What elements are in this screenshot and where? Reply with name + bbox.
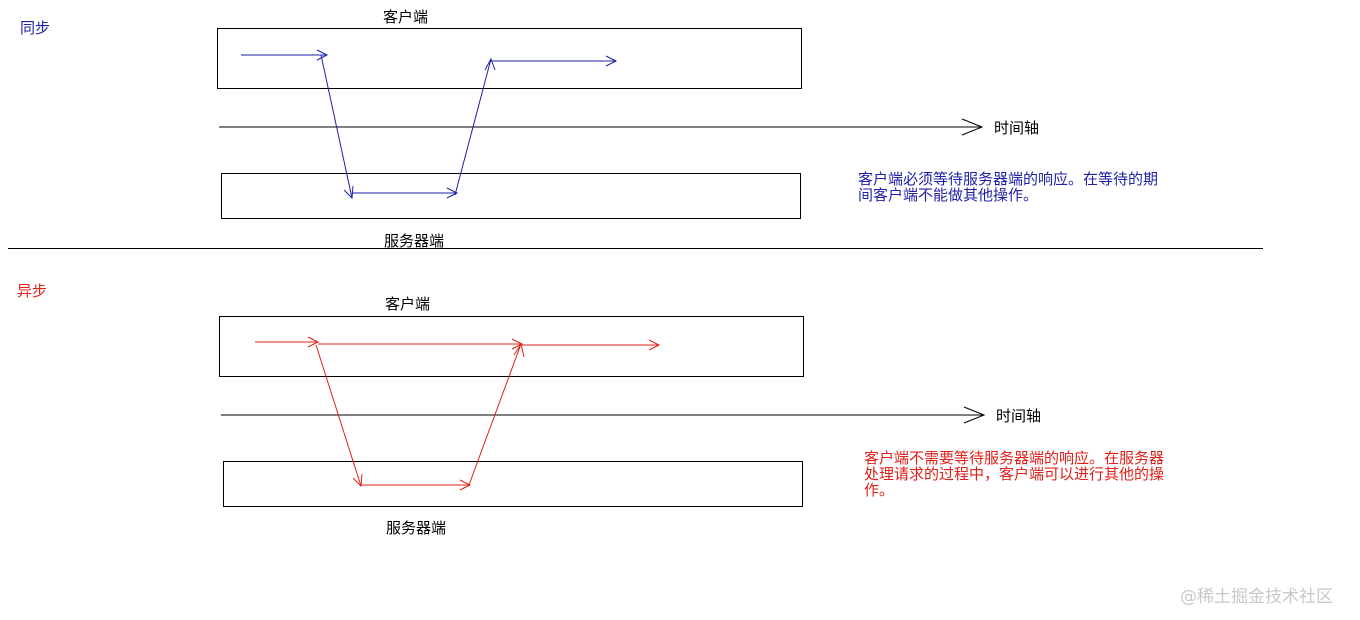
sync-timeline-label: 时间轴	[994, 119, 1040, 137]
sync-server-box	[221, 173, 801, 219]
async-note: 客户端不需要等待服务器端的响应。在服务器处理请求的过程中，客户端可以进行其他的操…	[864, 449, 1165, 499]
async-timeline-label: 时间轴	[996, 407, 1042, 425]
async-server-label: 服务器端	[386, 519, 447, 537]
sync-title: 同步	[20, 19, 51, 37]
sync-client-box	[217, 28, 802, 89]
sync-server-label: 服务器端	[384, 232, 445, 250]
sync-note: 客户端必须等待服务器端的响应。在等待的期间客户端不能做其他操作。	[858, 170, 1159, 204]
sync-client-label: 客户端	[383, 8, 429, 26]
async-flow-arrows	[255, 336, 661, 491]
async-client-label: 客户端	[385, 295, 431, 313]
sync-timeline-arrow	[219, 118, 984, 136]
async-client-box	[219, 316, 804, 377]
section-divider	[8, 248, 1263, 249]
async-title: 异步	[17, 282, 48, 300]
async-timeline-arrow	[221, 406, 986, 424]
watermark: @稀土掘金技术社区	[1180, 587, 1333, 607]
async-server-box	[223, 461, 803, 507]
sync-flow-arrows	[241, 49, 618, 200]
